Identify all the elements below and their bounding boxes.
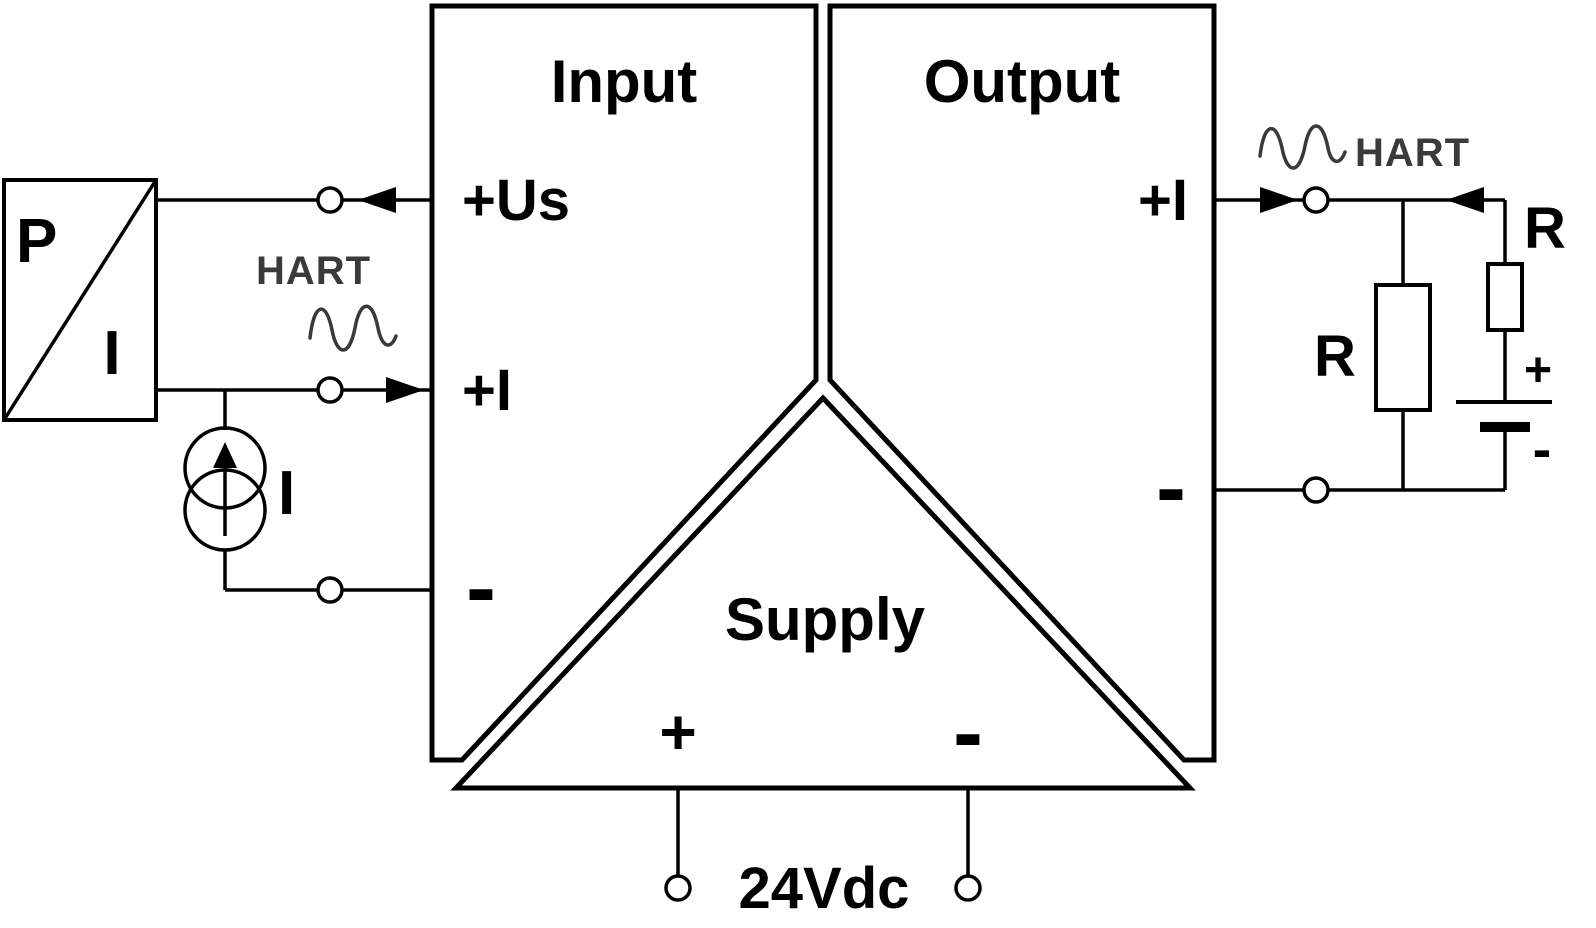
hart-left: HART — [256, 249, 398, 352]
battery-minus-label: - — [1533, 417, 1552, 480]
hart-label-left: HART — [256, 249, 371, 293]
current-source-symbol: I — [183, 426, 295, 552]
terminal-circle-supply-plus — [664, 874, 692, 902]
output-terminal-minus-label: - — [1156, 438, 1186, 538]
input-terminal-i-label: +I — [462, 358, 512, 423]
input-terminal-us-label: +Us — [462, 168, 570, 233]
output-terminal-i-label: +I — [1138, 168, 1188, 233]
terminal-circle-i-out — [1302, 186, 1330, 214]
terminal-circle-us — [316, 186, 344, 214]
battery-plus-label: + — [1524, 344, 1552, 397]
input-title: Input — [551, 48, 698, 115]
transmitter-diagonal — [2, 179, 158, 421]
load-resistor-label: R — [1314, 324, 1356, 389]
supply-plus-label: + — [659, 696, 696, 768]
supply-voltage-label: 24Vdc — [739, 856, 910, 921]
output-title: Output — [924, 48, 1121, 115]
hart-right: HART — [1258, 124, 1470, 175]
series-resistor-label: R — [1524, 196, 1566, 261]
flow-arrow-left-icon — [358, 187, 396, 213]
input-terminal-minus-label: - — [466, 538, 496, 638]
battery-symbol: + - — [1456, 344, 1552, 480]
series-resistor-symbol: R — [1486, 196, 1566, 332]
output-block-shape — [827, 3, 1217, 763]
current-source-label: I — [278, 459, 295, 528]
hart-label-right: HART — [1355, 131, 1470, 175]
terminal-circle-i-in — [316, 376, 344, 404]
supply-block-shape — [450, 394, 1196, 791]
series-resistor-body — [1486, 262, 1524, 332]
flow-arrow-right-icon — [386, 377, 424, 403]
hart-wave-left-icon — [308, 304, 398, 352]
flow-arrow-right-icon — [1260, 187, 1298, 213]
terminal-circle-minus-out — [1302, 476, 1330, 504]
supply-title: Supply — [725, 586, 926, 653]
transmitter-symbol: P I — [2, 178, 158, 422]
hart-wave-right-icon — [1258, 124, 1347, 170]
current-source-arrow-icon — [213, 442, 237, 468]
transmitter-p-label: P — [16, 207, 57, 276]
supply-minus-label: - — [953, 683, 983, 783]
transmitter-i-label: I — [103, 319, 120, 388]
terminal-circle-minus-in — [316, 576, 344, 604]
terminal-circle-supply-minus — [954, 874, 982, 902]
load-resistor-body — [1374, 283, 1432, 412]
flow-arrow-left-icon — [1446, 187, 1484, 213]
load-resistor-symbol: R — [1314, 283, 1432, 412]
input-block-shape — [429, 3, 819, 763]
